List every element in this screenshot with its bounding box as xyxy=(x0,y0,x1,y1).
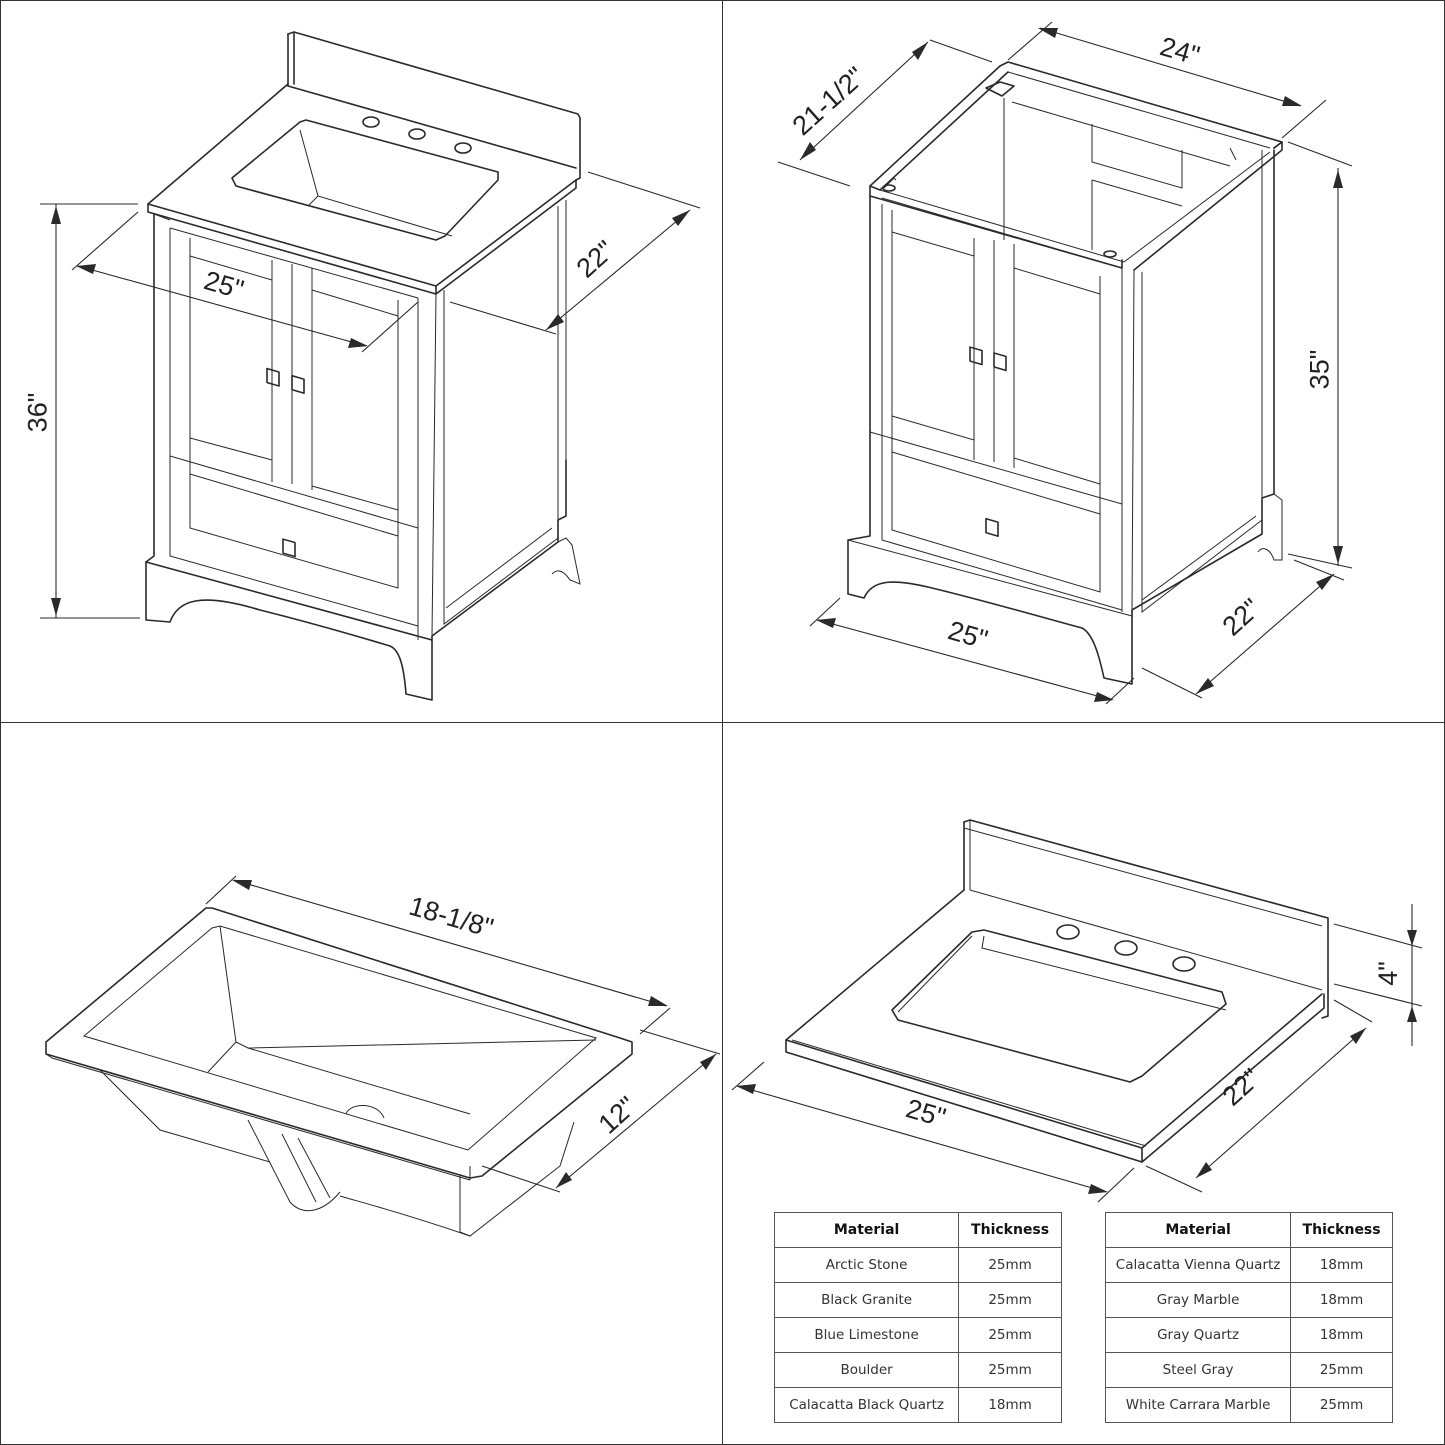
vanity-with-top-drawing xyxy=(40,31,701,701)
table-row: Blue Limestone 25mm xyxy=(773,1317,1062,1353)
dim-height-label: 35" xyxy=(1304,349,1335,390)
cell-thickness: 25mm xyxy=(1290,1387,1393,1423)
cell-material: Boulder xyxy=(773,1352,960,1388)
header-material: Material xyxy=(773,1212,960,1248)
sink-drawing xyxy=(45,875,721,1237)
cell-material: Arctic Stone xyxy=(773,1247,960,1283)
dim-backsplash-height-label: 4" xyxy=(1372,961,1403,986)
table-row: Steel Gray 25mm xyxy=(1104,1352,1393,1388)
cell-material: Blue Limestone xyxy=(773,1317,960,1353)
table-row: Calacatta Vienna Quartz 18mm xyxy=(1104,1247,1393,1283)
materials-table-1: Material Thickness Arctic Stone 25mm Bla… xyxy=(773,1212,1062,1423)
table-row: Boulder 25mm xyxy=(773,1352,1062,1388)
cell-material: Calacatta Vienna Quartz xyxy=(1104,1247,1292,1283)
cell-material: Steel Gray xyxy=(1104,1352,1292,1388)
cell-thickness: 25mm xyxy=(958,1247,1062,1283)
header-thickness: Thickness xyxy=(958,1212,1062,1248)
table-row: Arctic Stone 25mm xyxy=(773,1247,1062,1283)
table-row: White Carrara Marble 25mm xyxy=(1104,1387,1393,1423)
materials-table-2: Material Thickness Calacatta Vienna Quar… xyxy=(1104,1212,1393,1423)
header-thickness: Thickness xyxy=(1290,1212,1393,1248)
header-material: Material xyxy=(1104,1212,1292,1248)
cell-thickness: 25mm xyxy=(958,1317,1062,1353)
cell-material: Calacatta Black Quartz xyxy=(773,1387,960,1423)
vanity-top-drawing xyxy=(731,819,1423,1203)
cell-thickness: 25mm xyxy=(1290,1352,1393,1388)
cell-material: Gray Quartz xyxy=(1104,1317,1292,1353)
cell-material: Black Granite xyxy=(773,1282,960,1318)
panel-vanity-top: 4" 25" 22" Material Thickness Arctic Sto… xyxy=(722,722,1444,1444)
table-row: Black Granite 25mm xyxy=(773,1282,1062,1318)
cell-material: White Carrara Marble xyxy=(1104,1387,1292,1423)
table-row: Calacatta Black Quartz 18mm xyxy=(773,1387,1062,1423)
panel-vanity-base-cabinet: 21-1/2" 24" 35" 25" 22" xyxy=(722,0,1444,722)
cell-thickness: 18mm xyxy=(1290,1247,1393,1283)
table-row: Gray Marble 18mm xyxy=(1104,1282,1393,1318)
table-header-row: Material Thickness xyxy=(773,1212,1062,1248)
table-header-row: Material Thickness xyxy=(1104,1212,1393,1248)
cell-thickness: 18mm xyxy=(1290,1282,1393,1318)
panel-undermount-sink: 18-1/8" 12" xyxy=(0,722,722,1444)
base-cabinet-drawing xyxy=(777,21,1353,705)
panel-divider-horizontal xyxy=(0,722,1445,723)
cell-thickness: 25mm xyxy=(958,1352,1062,1388)
cell-thickness: 18mm xyxy=(958,1387,1062,1423)
cell-thickness: 25mm xyxy=(958,1282,1062,1318)
cell-thickness: 18mm xyxy=(1290,1317,1393,1353)
dim-height-label: 36" xyxy=(22,392,53,433)
cell-material: Gray Marble xyxy=(1104,1282,1292,1318)
table-row: Gray Quartz 18mm xyxy=(1104,1317,1393,1353)
panel-vanity-with-top: 36" 25" 22" xyxy=(0,0,722,722)
